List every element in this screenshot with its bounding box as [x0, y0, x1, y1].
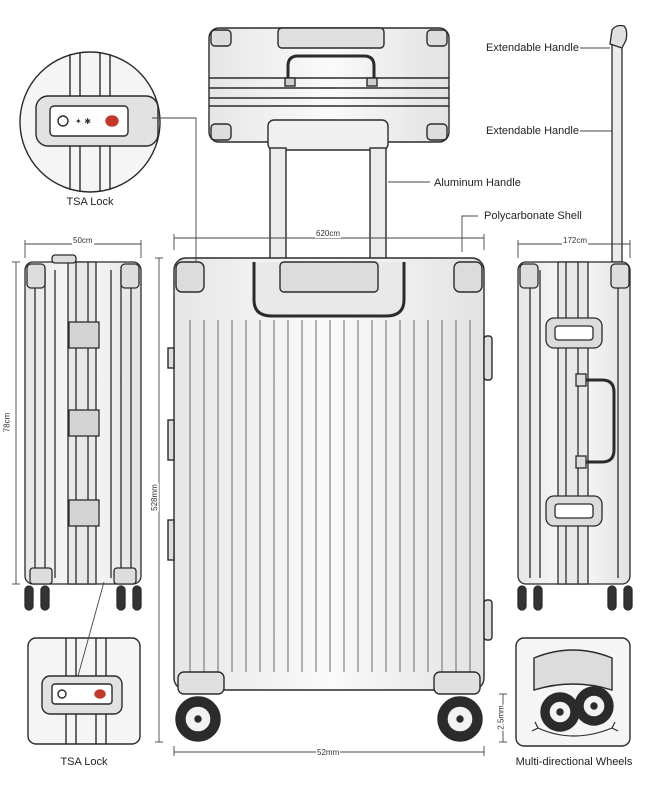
tsa-lock-caption-bottom: TSA Lock — [60, 756, 108, 768]
left-side-view — [24, 254, 142, 611]
right-side-view — [517, 24, 633, 611]
dim-right-depth: 172cm — [562, 236, 589, 245]
aluminum-handle-label: Aluminum Handle — [434, 177, 521, 189]
dim-wheel-height: 2.5mm — [496, 704, 506, 731]
tsa-lock-detail-bottom — [27, 637, 141, 745]
dim-front-height: 528mm — [149, 483, 159, 512]
extendable-handle-label-side: Extendable Handle — [486, 125, 579, 137]
tsa-lock-detail-top: ✦ ✱ — [19, 51, 161, 193]
wheels-caption: Multi-directional Wheels — [515, 756, 633, 768]
wheels-detail — [515, 637, 631, 747]
polycarbonate-shell-label: Polycarbonate Shell — [484, 210, 582, 222]
svg-text:✦ ✱: ✦ ✱ — [75, 117, 91, 126]
top-view — [208, 27, 450, 143]
dim-left-depth: 50cm — [72, 236, 94, 245]
dim-left-height: 78cm — [2, 411, 12, 434]
tsa-lock-caption-top: TSA Lock — [66, 196, 114, 208]
dim-front-width: 620cm — [315, 229, 342, 238]
front-view — [167, 119, 493, 742]
dim-front-base-width: 52mm — [316, 748, 341, 757]
extendable-handle-label-top: Extendable Handle — [486, 42, 579, 54]
